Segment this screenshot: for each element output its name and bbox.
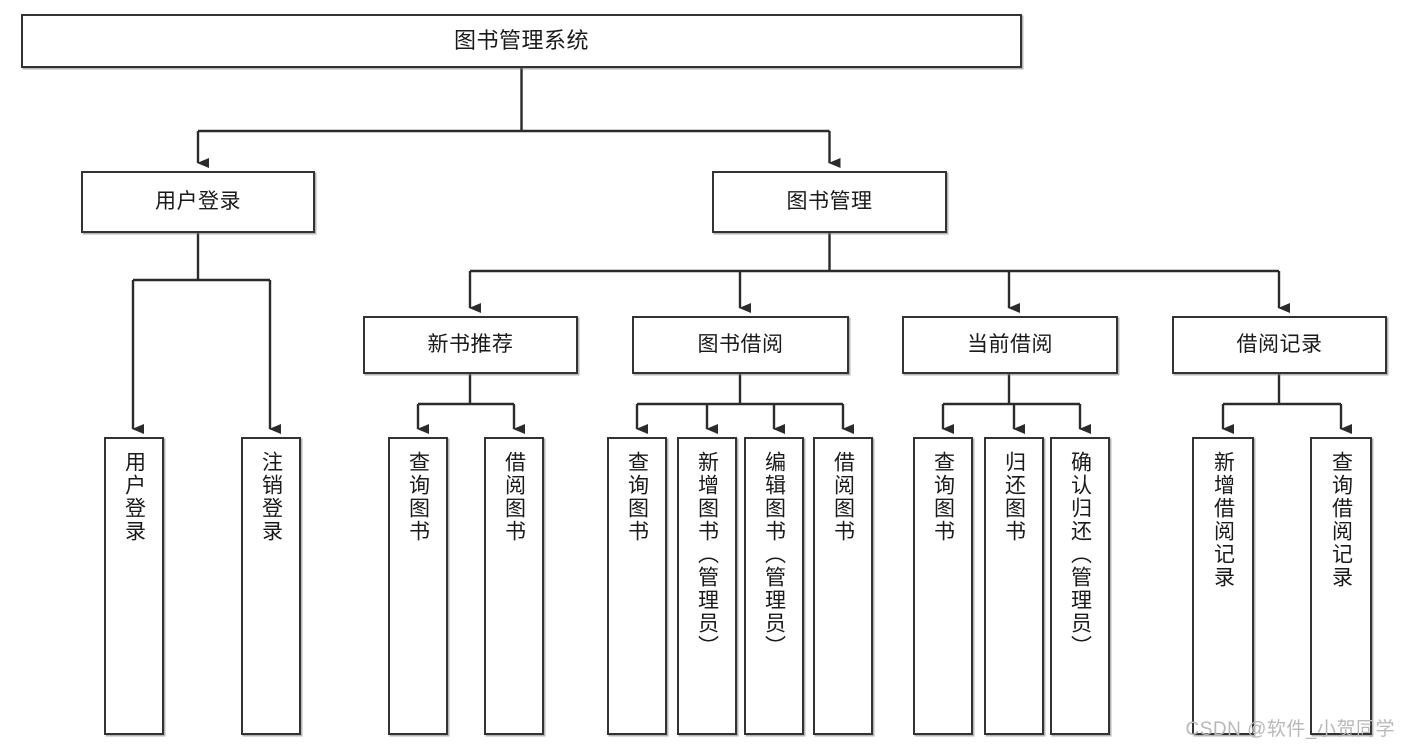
node-label: 编辑图书（管理员） <box>762 451 786 658</box>
node-leaf-borrow-edit-book-admin[interactable]: 编辑图书（管理员） <box>744 437 804 735</box>
node-label: 图书借阅 <box>697 332 784 356</box>
node-label: 新增借阅记录 <box>1211 451 1235 589</box>
node-label: 查询借阅记录 <box>1329 451 1353 589</box>
node-label: 新增图书（管理员） <box>695 451 719 658</box>
node-label: 用户登录 <box>155 189 241 213</box>
node-label: 归还图书 <box>1002 451 1026 543</box>
node-leaf-borrow-borrow-book[interactable]: 借阅图书 <box>813 437 873 735</box>
node-leaf-user-logout[interactable]: 注销登录 <box>241 437 301 735</box>
node-label: 当前借阅 <box>967 332 1053 356</box>
node-leaf-borrow-query-book[interactable]: 查询图书 <box>607 437 667 735</box>
node-leaf-borrow-add-book-admin[interactable]: 新增图书（管理员） <box>677 437 737 735</box>
node-new-book-recommendation[interactable]: 新书推荐 <box>363 316 578 374</box>
node-current-borrowing[interactable]: 当前借阅 <box>902 316 1118 374</box>
node-label: 新书推荐 <box>427 332 514 356</box>
node-leaf-recommend-query-book[interactable]: 查询图书 <box>388 437 448 735</box>
node-book-borrowing[interactable]: 图书借阅 <box>632 316 849 374</box>
node-label: 查询图书 <box>625 451 649 543</box>
node-root-book-management-system[interactable]: 图书管理系统 <box>21 14 1022 68</box>
watermark: CSDN @软件_小贺同学 <box>1185 719 1395 740</box>
node-book-management[interactable]: 图书管理 <box>712 171 947 233</box>
node-label: 注销登录 <box>259 451 283 543</box>
node-label: 查询图书 <box>931 451 955 543</box>
node-label: 用户登录 <box>122 451 146 543</box>
node-label: 借阅图书 <box>831 451 855 543</box>
node-leaf-record-add-borrow-record[interactable]: 新增借阅记录 <box>1192 437 1254 735</box>
node-leaf-current-query-book[interactable]: 查询图书 <box>913 437 973 735</box>
node-leaf-recommend-borrow-book[interactable]: 借阅图书 <box>484 437 544 735</box>
node-label: 确认归还（管理员） <box>1068 451 1092 658</box>
node-label: 图书管理系统 <box>453 28 589 54</box>
node-leaf-record-query-borrow-record[interactable]: 查询借阅记录 <box>1310 437 1372 735</box>
node-user-login[interactable]: 用户登录 <box>81 171 315 233</box>
node-leaf-current-confirm-return-admin[interactable]: 确认归还（管理员） <box>1050 437 1110 735</box>
node-label: 查询图书 <box>406 451 430 543</box>
node-label: 借阅图书 <box>502 451 526 543</box>
node-borrowing-record[interactable]: 借阅记录 <box>1172 316 1387 374</box>
node-label: 借阅记录 <box>1236 332 1323 356</box>
node-leaf-current-return-book[interactable]: 归还图书 <box>984 437 1044 735</box>
node-leaf-user-login[interactable]: 用户登录 <box>104 437 164 735</box>
node-label: 图书管理 <box>786 189 873 213</box>
